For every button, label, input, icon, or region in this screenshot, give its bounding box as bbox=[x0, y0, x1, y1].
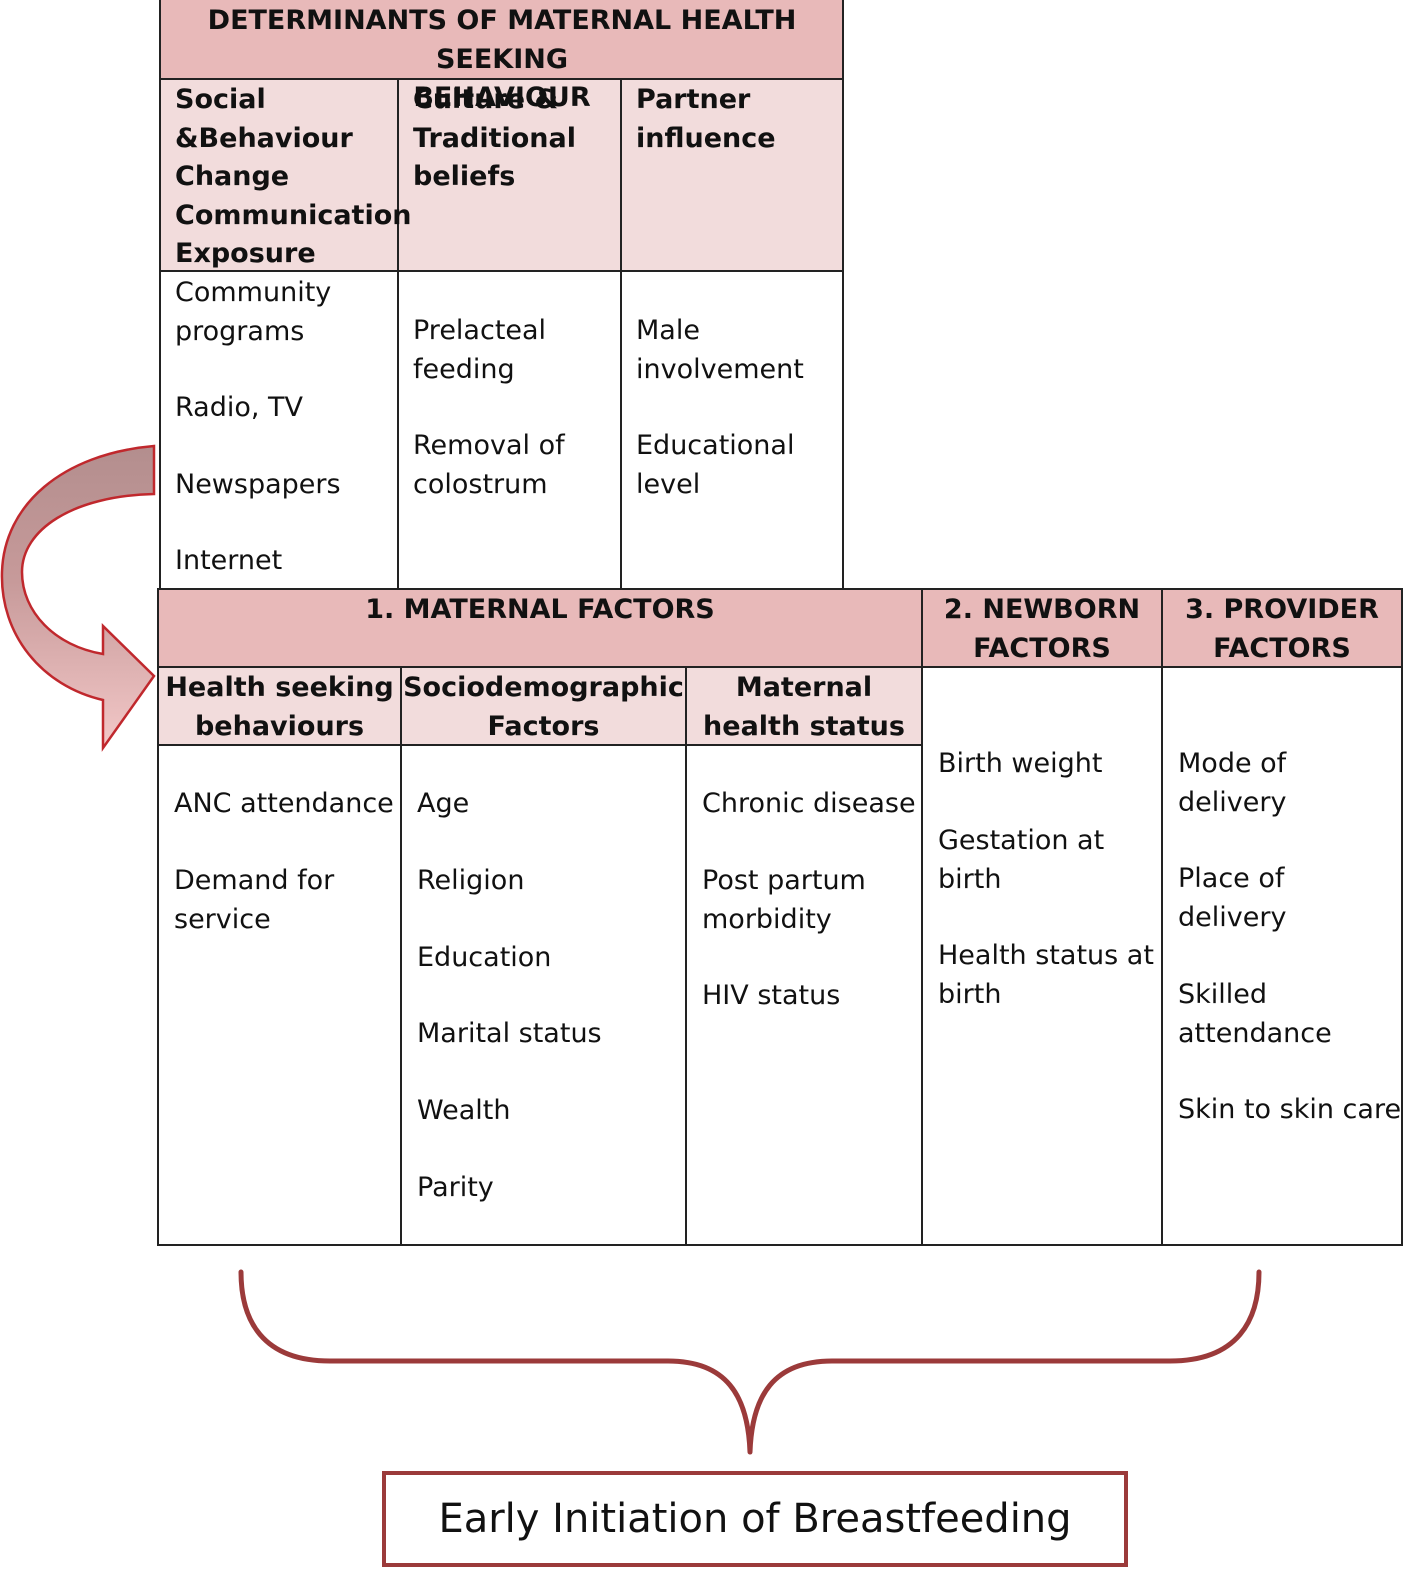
provider-factors-title: 3. PROVIDER FACTORS bbox=[1185, 594, 1379, 664]
list-item: Post partum morbidity bbox=[702, 865, 866, 935]
outcome-box: Early Initiation of Breastfeeding bbox=[382, 1471, 1128, 1567]
top-col2-heading: Culture & Traditional beliefs bbox=[413, 84, 576, 192]
maternal-factors-title: 1. MATERNAL FACTORS bbox=[365, 594, 715, 625]
list-item: Place of delivery bbox=[1178, 863, 1287, 933]
top-table-title: DETERMINANTS OF MATERNAL HEALTH SEEKING … bbox=[207, 5, 797, 113]
maternal-title-cell bbox=[158, 590, 1402, 668]
list-item: Newspapers bbox=[175, 469, 341, 500]
top-title-cell bbox=[160, 0, 844, 80]
curly-brace bbox=[238, 1269, 1262, 1455]
curved-arrow bbox=[0, 444, 156, 752]
maternal-col2-heading: Sociodemographic Factors bbox=[403, 672, 684, 742]
list-item: Educational level bbox=[636, 430, 795, 500]
list-item: Marital status bbox=[417, 1018, 602, 1049]
list-item: Education bbox=[417, 942, 552, 973]
top-col3-heading: Partner influence bbox=[636, 84, 776, 154]
top-col1-heading: Social &Behaviour Change Communication E… bbox=[175, 84, 412, 269]
list-item: Internet bbox=[175, 545, 283, 576]
list-item: Prelacteal feeding bbox=[413, 315, 547, 385]
list-item: ANC attendance bbox=[174, 788, 394, 819]
maternal-col3-heading: Maternal health status bbox=[703, 672, 905, 742]
list-item: Religion bbox=[417, 865, 525, 896]
maternal-heading-row bbox=[158, 668, 922, 746]
maternal-col1-heading: Health seeking behaviours bbox=[165, 672, 394, 742]
list-item: Parity bbox=[417, 1172, 494, 1203]
newborn-factors-title: 2. NEWBORN FACTORS bbox=[943, 594, 1141, 664]
list-item: HIV status bbox=[702, 980, 841, 1011]
list-item: Demand for service bbox=[174, 865, 335, 935]
top-heading-row bbox=[160, 80, 844, 272]
list-item: Skin to skin care bbox=[1178, 1094, 1402, 1125]
list-item: Removal of colostrum bbox=[413, 430, 565, 500]
list-item: Birth weight bbox=[938, 748, 1103, 779]
list-item: Skilled attendance bbox=[1178, 979, 1332, 1049]
list-item: Age bbox=[417, 788, 470, 819]
list-item: Radio, TV bbox=[175, 392, 303, 423]
outcome-label: Early Initiation of Breastfeeding bbox=[438, 1496, 1072, 1542]
list-item: Community programs bbox=[175, 277, 332, 347]
list-item: Mode of delivery bbox=[1178, 748, 1287, 818]
list-item: Male involvement bbox=[636, 315, 804, 385]
list-item: Chronic disease bbox=[702, 788, 916, 819]
list-item: Gestation at birth bbox=[938, 825, 1105, 895]
list-item: Health status at birth bbox=[938, 940, 1154, 1010]
list-item: Wealth bbox=[417, 1095, 511, 1126]
